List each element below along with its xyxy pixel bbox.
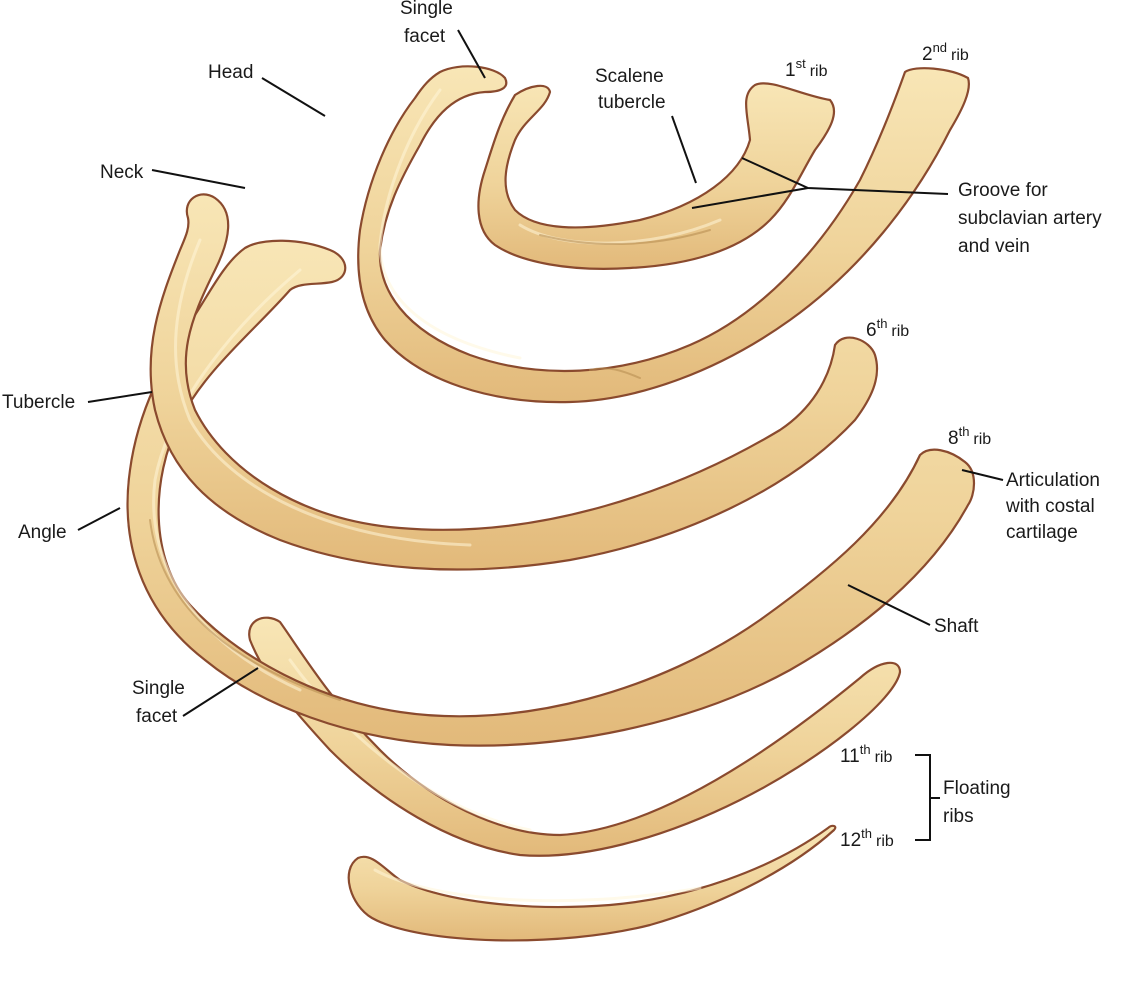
label-head: Head [208, 62, 253, 83]
leader-groove-2 [691, 187, 809, 209]
leader-single-facet-top [457, 29, 486, 79]
label-single-facet-bottom: Single facet [132, 678, 190, 727]
rib-1 [477, 82, 836, 270]
label-angle: Angle [18, 522, 67, 543]
leader-angle [77, 507, 121, 531]
label-groove: Groove for subclavian artery and vein [958, 180, 1107, 257]
label-articulation: Articulation with costal cartilage [1005, 470, 1105, 543]
leader-shaft [847, 584, 931, 626]
labels: Single facet Head Neck Scalene tubercle … [2, 0, 1107, 851]
rib-12 [347, 824, 837, 942]
leader-neck [151, 169, 246, 189]
rib-6 [149, 193, 879, 571]
leader-head [261, 77, 326, 117]
leader-scalene-tubercle [671, 115, 697, 184]
label-neck: Neck [100, 162, 144, 183]
label-scalene-tubercle: Scalene tubercle [595, 66, 669, 113]
floating-ribs-bracket [915, 754, 940, 841]
leader-lines [77, 29, 1004, 841]
leader-tubercle [87, 391, 153, 403]
label-shaft: Shaft [934, 616, 979, 637]
leader-articulation [961, 469, 1004, 481]
leader-single-facet-bottom [182, 667, 259, 717]
label-single-facet-top: Single facet [400, 0, 458, 47]
rib-2 [357, 65, 970, 404]
rib-8 [126, 239, 976, 747]
label-floating-ribs: Floating ribs [943, 778, 1016, 827]
label-tubercle: Tubercle [2, 392, 75, 413]
